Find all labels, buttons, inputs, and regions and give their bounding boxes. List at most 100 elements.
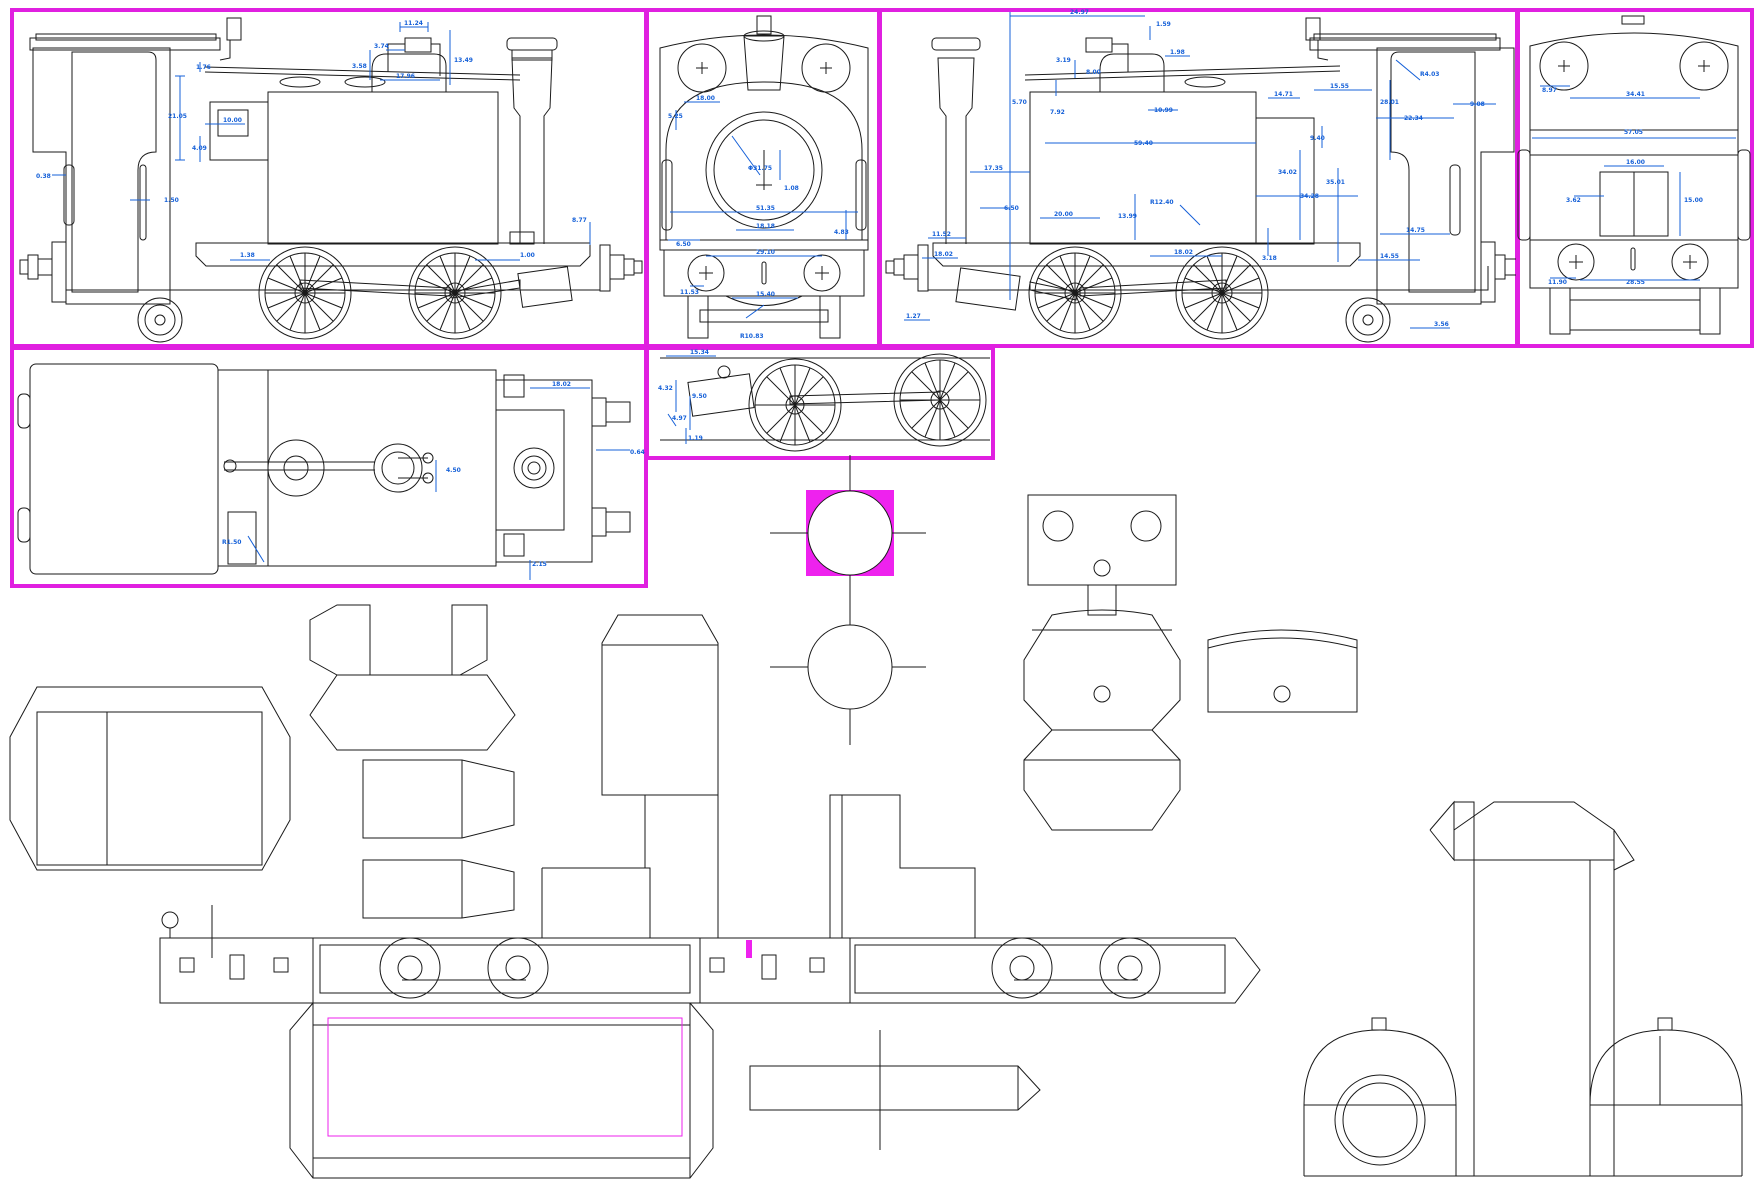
dim-label: 35.01	[1326, 179, 1345, 186]
dim-label: 4.83	[834, 229, 849, 236]
frame-wheel-pair-2	[991, 937, 1161, 999]
dim-label: R10.83	[740, 333, 764, 340]
dim-label: 14.71	[1274, 91, 1293, 98]
net-cab-roof	[9, 686, 291, 871]
net-tank-sides	[362, 759, 515, 919]
net-footplate	[289, 1002, 714, 1179]
net-round-parts	[770, 455, 926, 745]
dim-label: 15.00	[1684, 197, 1703, 204]
dim-label: 8.97	[1542, 87, 1557, 94]
dim-label: 1.00	[520, 252, 535, 259]
dimensions-front	[668, 101, 858, 319]
dimensions-rear	[1532, 85, 1736, 281]
dim-label: 9.40	[1310, 135, 1325, 142]
dim-label: 34.02	[1278, 169, 1297, 176]
dim-label: 18.02	[934, 251, 953, 258]
driving-wheel-3	[1028, 246, 1122, 340]
dim-label: 3.62	[1566, 197, 1581, 204]
dim-label: 1.98	[1170, 49, 1185, 56]
dim-label: 1.59	[1156, 21, 1171, 28]
dim-label: 6.50	[1004, 205, 1019, 212]
dim-label: 11.52	[932, 231, 951, 238]
dim-label: 1.19	[688, 435, 703, 442]
dim-label: 13.49	[454, 57, 473, 64]
dim-label: Φ31.75	[748, 165, 772, 172]
chassis-detail: 15.34 4.32 9.50 4.97 1.19	[645, 346, 995, 460]
dim-label: 9.08	[1470, 101, 1485, 108]
dim-label: 18.02	[552, 381, 571, 388]
dim-label: 9.50	[692, 393, 707, 400]
dim-label: 15.40	[756, 291, 775, 298]
dim-label: 17.35	[984, 165, 1003, 172]
dim-label: 1.76	[196, 64, 211, 71]
dim-label: 34.41	[1626, 91, 1645, 98]
dim-label: 1.27	[906, 313, 921, 320]
dim-label: 28.55	[1626, 279, 1645, 286]
dim-label: 0.38	[36, 173, 51, 180]
dim-label: 4.50	[446, 467, 461, 474]
dim-label: 21.05	[168, 113, 187, 120]
dim-label: 11.24	[404, 20, 423, 27]
dim-label: 29.10	[756, 249, 775, 256]
dim-label: 17.96	[396, 73, 415, 80]
dim-label: 51.35	[756, 205, 775, 212]
net-bunker	[309, 604, 516, 751]
dim-label: 10.99	[1154, 107, 1173, 114]
dim-label: R1.50	[222, 539, 241, 546]
dim-label: 11.90	[1548, 279, 1567, 286]
dim-label: 3.74	[374, 43, 389, 50]
dim-label: 4.32	[658, 385, 673, 392]
net-chimney-right	[829, 794, 976, 939]
dim-label: 3.18	[1262, 255, 1277, 262]
dim-label: 10.00	[223, 117, 242, 124]
dim-label: 2.15	[532, 561, 547, 568]
dimensions-side-left	[52, 22, 591, 261]
dim-label: 57.05	[1624, 129, 1643, 136]
net-boiler-smokebox	[1303, 800, 1743, 1177]
dimensions-top	[247, 387, 630, 580]
dim-label: 16.00	[1626, 159, 1645, 166]
dim-label: 14.75	[1406, 227, 1425, 234]
side-elevation-right: 24.97 1.59 3.19 8.00 1.98 5.70 7.92 10.9…	[878, 8, 1520, 348]
net-rear-panel	[1207, 629, 1358, 713]
dim-label: 3.58	[352, 63, 367, 70]
front-elevation: 18.00 5.25 Φ31.75 1.08 51.35 18.18 6.50 …	[645, 8, 881, 348]
frame-wheel-pair-1	[379, 937, 549, 999]
chassis-wheel-1	[748, 358, 842, 452]
dim-label: 1.50	[164, 197, 179, 204]
rear-elevation: 8.97 34.41 57.05 16.00 3.62 15.00 11.90 …	[1516, 8, 1754, 348]
dimensions-side-right	[904, 12, 1496, 329]
dim-label: 14.55	[1380, 253, 1399, 260]
dim-label: R4.03	[1420, 71, 1439, 78]
dim-label: 7.92	[1050, 109, 1065, 116]
net-chimney-left	[541, 614, 719, 938]
driving-wheel-4	[1175, 246, 1269, 340]
dim-label: 15.34	[690, 349, 709, 356]
dim-label: 1.38	[240, 252, 255, 259]
side-elevation-left: 11.24 3.74 13.49 3.58 17.96 1.76 21.05 1…	[10, 8, 648, 348]
dimensions-chassis	[666, 355, 716, 444]
top-view: 18.02 4.50 R1.50 2.15 0.64	[10, 346, 648, 588]
dim-label: 13.99	[1118, 213, 1137, 220]
dim-label: 3.56	[1434, 321, 1449, 328]
dim-label: 4.97	[672, 415, 687, 422]
dim-label: 15.55	[1330, 83, 1349, 90]
driving-wheel-1	[258, 246, 352, 340]
dim-label: 0.64	[630, 449, 645, 456]
dim-label: 5.70	[1012, 99, 1027, 106]
dim-label: 5.25	[668, 113, 683, 120]
dim-label: 22.34	[1404, 115, 1423, 122]
net-cab-front	[1023, 494, 1181, 831]
dim-label: 24.97	[1070, 9, 1089, 16]
dim-label: 8.00	[1086, 69, 1101, 76]
net-axle-part	[749, 1030, 1041, 1150]
dim-label: 34.28	[1300, 193, 1319, 200]
dim-label: 1.08	[784, 185, 799, 192]
dim-label: 18.18	[756, 223, 775, 230]
dim-label: 6.50	[676, 241, 691, 248]
dim-label: 18.02	[1174, 249, 1193, 256]
dim-label: R12.40	[1150, 199, 1174, 206]
dim-label: 11.53	[680, 289, 699, 296]
dim-label: 18.00	[696, 95, 715, 102]
